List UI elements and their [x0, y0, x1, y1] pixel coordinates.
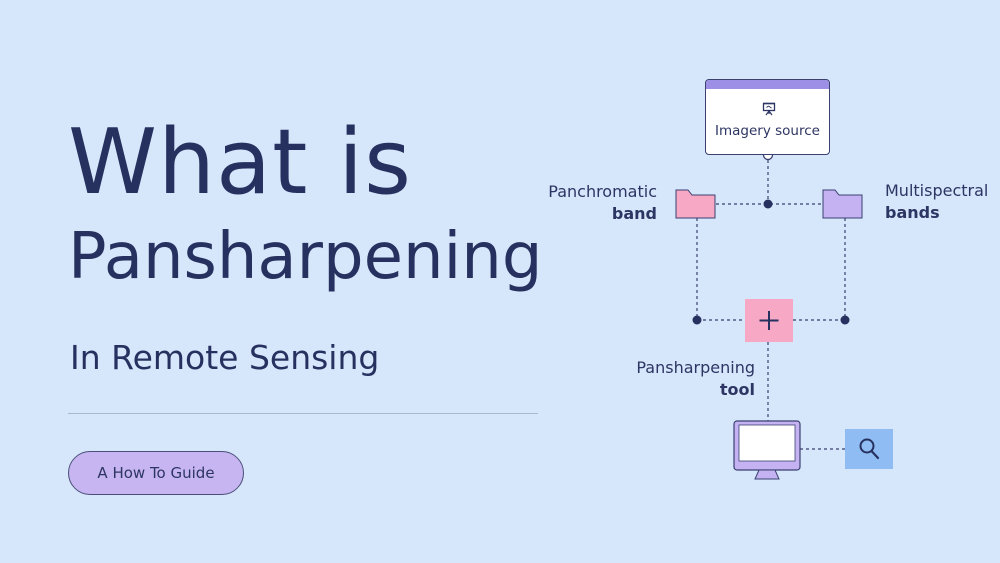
- title-line-2: Pansharpening: [68, 220, 543, 294]
- magnifier-icon: [845, 429, 893, 469]
- multispectral-label-line2: bands: [885, 203, 940, 222]
- panchromatic-folder-icon: [675, 189, 716, 219]
- tool-label-line1: Pansharpening: [636, 358, 755, 377]
- tool-label-line2: tool: [719, 380, 755, 399]
- subtitle: In Remote Sensing: [70, 338, 380, 377]
- presentation-board-icon: [762, 102, 776, 116]
- imagery-source-window: Imagery source: [705, 79, 830, 155]
- junction-dot: [692, 315, 702, 325]
- plus-icon: [745, 299, 793, 342]
- window-title-bar: [706, 80, 829, 89]
- multispectral-label-line1: Multispectral: [885, 181, 989, 200]
- monitor-icon: [733, 420, 801, 480]
- title-line-1: What is: [68, 110, 412, 215]
- panchromatic-label-line1: Panchromatic: [548, 182, 657, 201]
- divider: [68, 413, 538, 414]
- how-to-guide-button[interactable]: A How To Guide: [68, 451, 244, 495]
- junction-dot: [840, 315, 850, 325]
- panchromatic-label: Panchromatic band: [540, 181, 657, 225]
- multispectral-label: Multispectral bands: [885, 180, 988, 224]
- junction-dot: [763, 199, 773, 209]
- imagery-source-label: Imagery source: [715, 123, 820, 139]
- connector-lines: [696, 160, 846, 450]
- pansharpening-tool-label: Pansharpening tool: [630, 357, 755, 401]
- panchromatic-label-line2: band: [611, 204, 657, 223]
- multispectral-folder-icon: [822, 189, 863, 219]
